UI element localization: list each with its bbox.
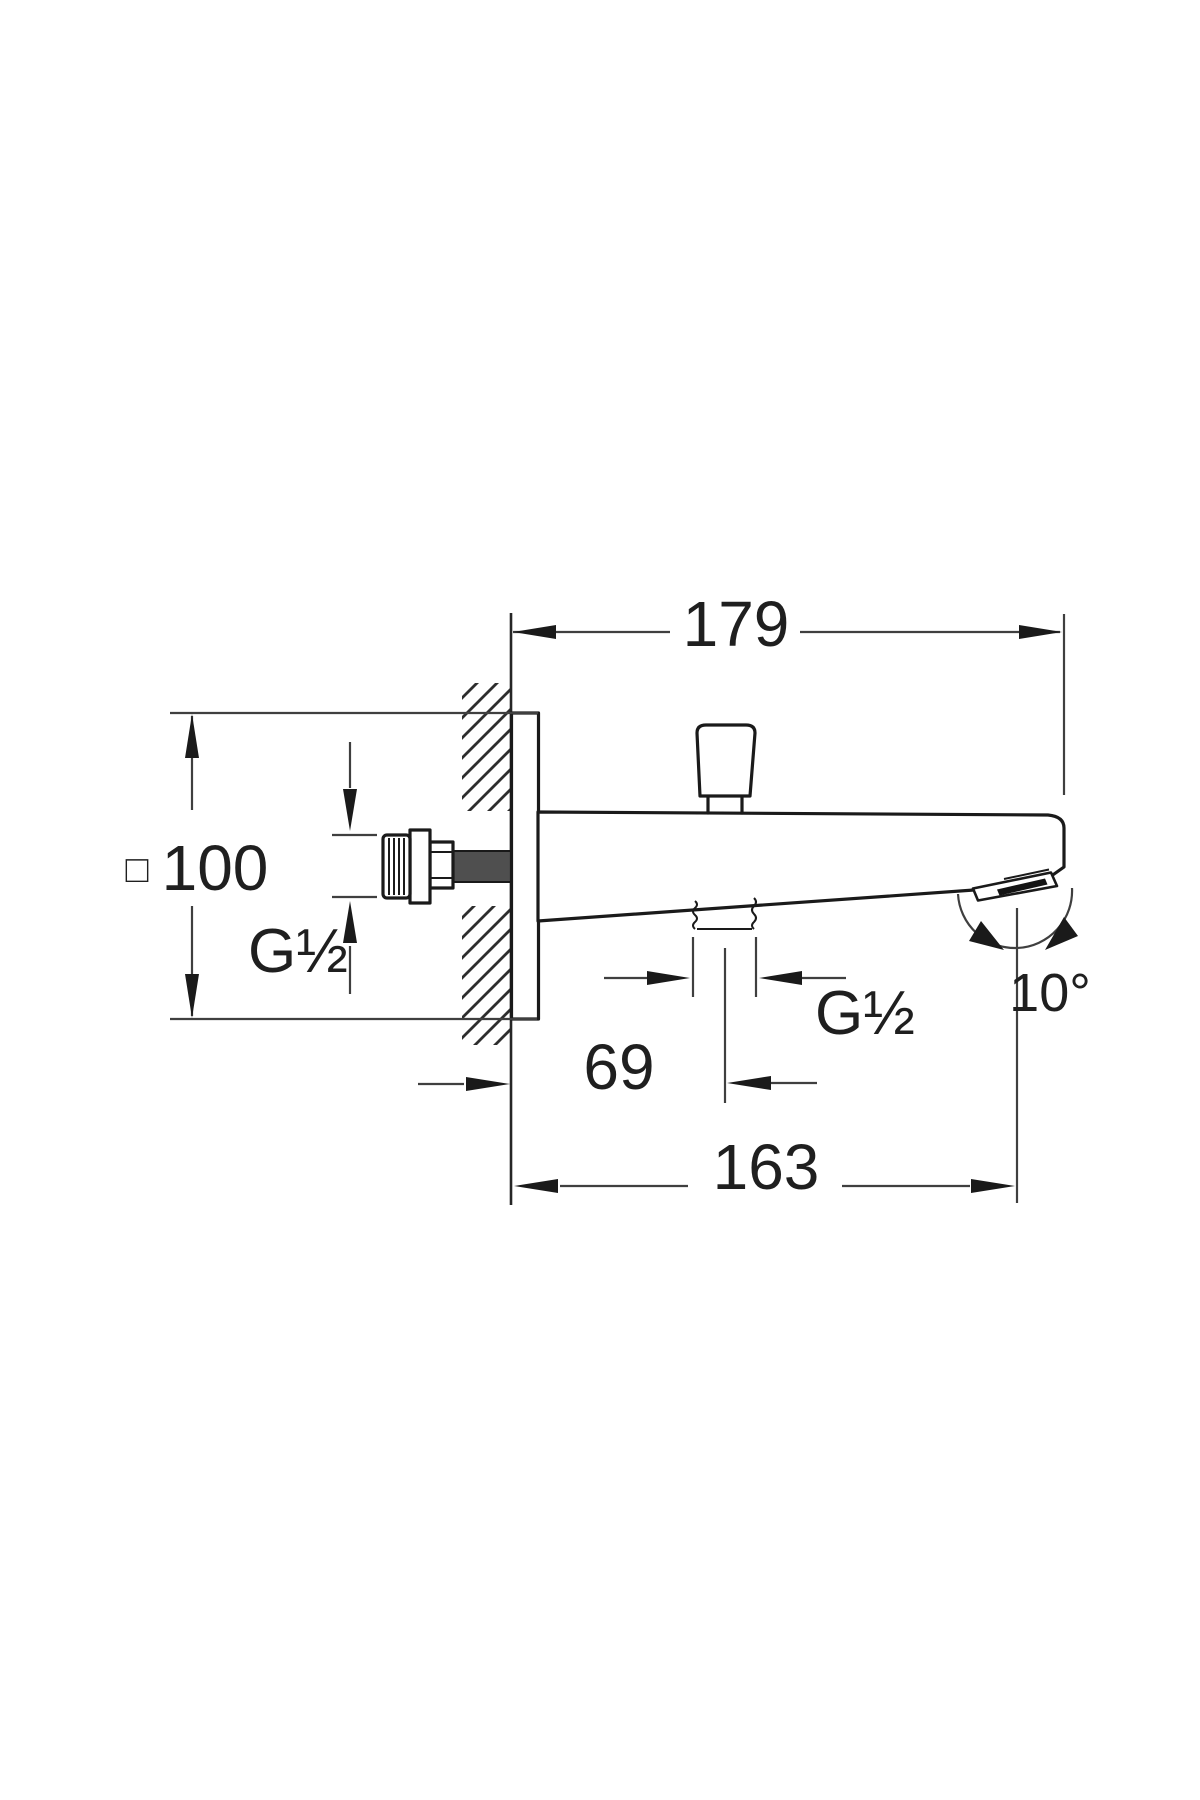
wall-hatch-upper (462, 683, 511, 811)
nipple-thread-ridges (388, 838, 405, 895)
dim-179-label: 179 (683, 588, 790, 660)
outlet-dim-ext-lines (691, 937, 758, 997)
dim-69-arrow-left (466, 1077, 510, 1091)
knob-stem (706, 794, 744, 815)
dim-163-label: 163 (713, 1131, 820, 1203)
nipple-neck (428, 840, 455, 890)
dim-100-arrow-up (185, 714, 199, 758)
inlet-dim-ticks (332, 833, 377, 899)
outlet-thread-label: G½ (815, 979, 915, 1048)
angle-arc (956, 887, 1074, 950)
inlet-dim-arrow-down (343, 789, 357, 831)
outlet-edge-line (1003, 868, 1050, 880)
spout-body (536, 810, 1066, 923)
dim-100-label: 100 (162, 832, 269, 904)
angle-arrow-right (1045, 917, 1078, 950)
dim-inlet-thread: G½ (248, 742, 377, 994)
spout-outlet (971, 868, 1059, 902)
dim-69-arrow-right (727, 1076, 771, 1090)
angle-label: 10° (1009, 963, 1091, 1023)
inlet-nipple (381, 828, 512, 905)
dim-163: 163 (514, 908, 1019, 1203)
dim-163-arrow-left (514, 1179, 558, 1193)
wall-hatch-lower (462, 906, 511, 1045)
dim-angle: 10° (956, 887, 1091, 1023)
outlet-thread-left-edge (692, 900, 698, 930)
inlet-thread-label: G½ (248, 917, 348, 986)
nipple-collar (408, 828, 432, 905)
dim-179-arrow-right (1019, 625, 1062, 639)
inlet-dim-arrow-up (343, 901, 357, 943)
outlet-dim-arrow-left (647, 971, 690, 985)
dim-69-label: 69 (583, 1031, 654, 1103)
inlet-rod (452, 850, 512, 883)
nipple-thread (381, 833, 412, 900)
diverter-knob (695, 723, 757, 815)
dim-outlet-thread: G½ (604, 937, 915, 1048)
dim-100-square-symbol: □ (126, 849, 149, 891)
nipple-neck-lines (430, 851, 453, 879)
dim-179-arrow-left (513, 625, 556, 639)
dim-163-arrow-right (971, 1179, 1015, 1193)
angle-arrow-left (969, 921, 1004, 950)
dim-69: 69 (418, 948, 817, 1103)
mounting-flange (509, 711, 541, 1021)
dim-100: □ 100 (126, 711, 538, 1021)
outlet-thread-right-edge (751, 897, 757, 930)
dim-100-arrow-down (185, 974, 199, 1018)
dim-179: 179 (513, 588, 1066, 795)
wall-hatching (462, 683, 511, 1045)
outlet-slot (997, 878, 1048, 896)
knob-cap (695, 723, 757, 798)
outlet-dim-arrow-right (759, 971, 802, 985)
handshower-outlet-thread (692, 897, 757, 930)
